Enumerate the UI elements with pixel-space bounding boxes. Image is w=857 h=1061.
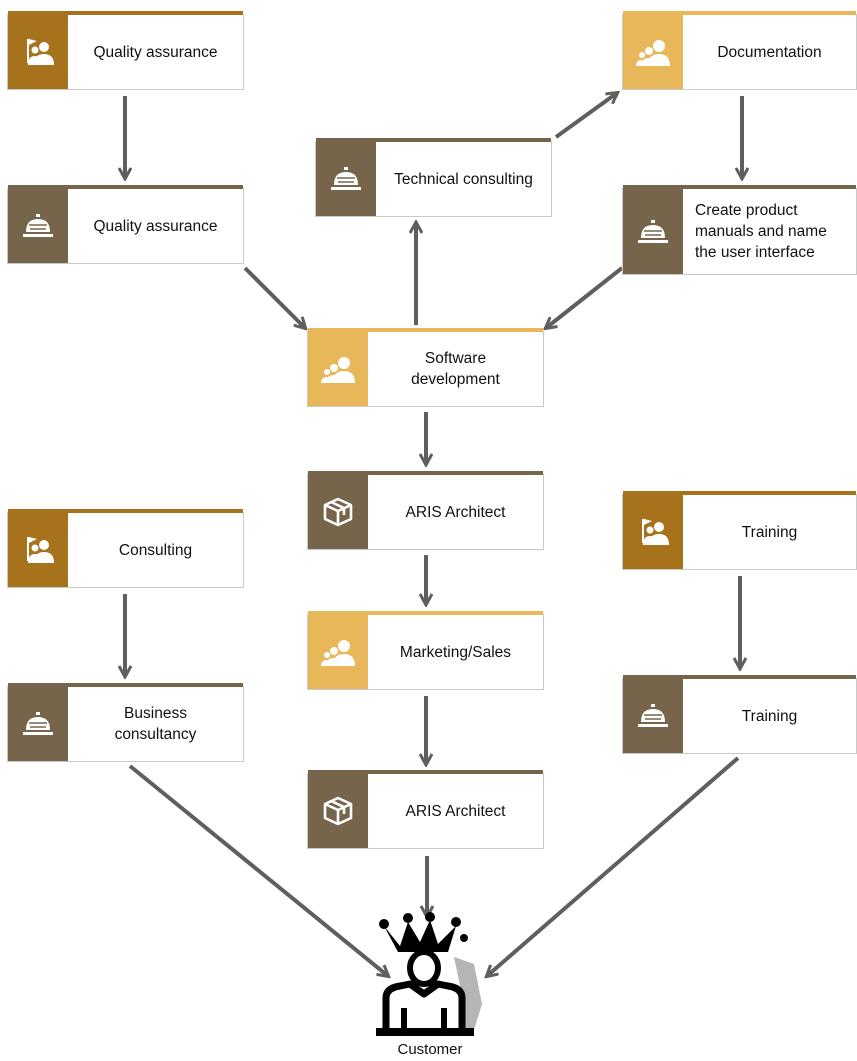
org-unit-training[interactable]: Training [622, 491, 857, 570]
node-top-bar [8, 683, 243, 687]
function-create-product-manuals[interactable]: Create product manuals and name the user… [622, 185, 857, 275]
node-top-bar [308, 770, 543, 774]
node-label: Business consultancy [114, 705, 197, 743]
arrow-training-service-to-customer [487, 756, 740, 976]
arrow-create-manuals-to-software-dev [546, 266, 624, 328]
node-icon-panel [308, 774, 368, 848]
service-bell-icon [636, 703, 670, 729]
node-label: ARIS Architect [405, 802, 506, 820]
org-unit-consulting[interactable]: Consulting [7, 509, 244, 588]
node-label: Marketing/Sales [399, 643, 512, 661]
service-bell-icon [329, 166, 363, 192]
arrow-business-consult-to-customer [128, 764, 388, 976]
node-label: Software development [411, 350, 500, 388]
service-bell-icon [21, 711, 55, 737]
org-unit-software-development[interactable]: Software development [307, 328, 544, 407]
flag-person-icon [636, 515, 670, 549]
node-top-bar [8, 185, 243, 189]
node-icon-panel [316, 142, 376, 216]
node-icon-panel [623, 15, 683, 89]
node-top-bar [8, 509, 243, 513]
group-icon [635, 37, 671, 67]
node-top-bar [308, 328, 543, 332]
node-label: ARIS Architect [405, 503, 506, 521]
org-unit-quality-assurance[interactable]: Quality assurance [7, 11, 244, 90]
product-aris-architect[interactable]: ARIS Architect [307, 471, 544, 550]
node-icon-panel [623, 679, 683, 753]
function-business-consultancy[interactable]: Business consultancy [7, 683, 244, 762]
node-top-bar [8, 11, 243, 15]
customer-king-icon [376, 912, 482, 1036]
flag-person-icon [21, 533, 55, 567]
arrow-qa-service-to-software-dev [243, 266, 305, 328]
node-top-bar [623, 11, 856, 15]
group-icon [320, 354, 356, 384]
node-icon-panel [308, 332, 368, 406]
node-icon-panel [623, 189, 683, 274]
function-technical-consulting[interactable]: Technical consulting [315, 138, 552, 217]
org-unit-documentation[interactable]: Documentation [622, 11, 857, 90]
node-label: Documentation [717, 43, 822, 61]
node-top-bar [623, 185, 856, 189]
node-label: Quality assurance [93, 217, 218, 235]
node-top-bar [623, 491, 856, 495]
group-icon [320, 637, 356, 667]
service-bell-icon [21, 213, 55, 239]
node-icon-panel [308, 475, 368, 549]
node-icon-panel [623, 495, 683, 569]
node-label: Technical consulting [394, 170, 533, 188]
node-icon-panel [8, 15, 68, 89]
node-label: Quality assurance [93, 43, 218, 61]
node-icon-panel [8, 189, 68, 263]
node-icon-panel [8, 513, 68, 587]
node-top-bar [308, 611, 543, 615]
customer-node[interactable] [364, 912, 488, 1057]
node-top-bar [308, 471, 543, 475]
node-label: Create product manuals and name the user… [695, 202, 827, 261]
package-icon [322, 496, 354, 528]
node-label: Consulting [118, 541, 193, 559]
arrow-tech-consult-to-documentation [554, 93, 617, 139]
org-unit-marketing-sales[interactable]: Marketing/Sales [307, 611, 544, 690]
flag-person-icon [21, 35, 55, 69]
customer-label: Customer [397, 1041, 463, 1058]
node-label: Training [741, 523, 798, 541]
function-quality-assurance[interactable]: Quality assurance [7, 185, 244, 264]
function-training[interactable]: Training [622, 675, 857, 754]
node-top-bar [623, 675, 856, 679]
service-bell-icon [636, 219, 670, 245]
node-icon-panel [308, 615, 368, 689]
node-label: Training [741, 707, 798, 725]
node-top-bar [316, 138, 551, 142]
product-aris-architect-2[interactable]: ARIS Architect [307, 770, 544, 849]
package-icon [322, 795, 354, 827]
node-icon-panel [8, 687, 68, 761]
